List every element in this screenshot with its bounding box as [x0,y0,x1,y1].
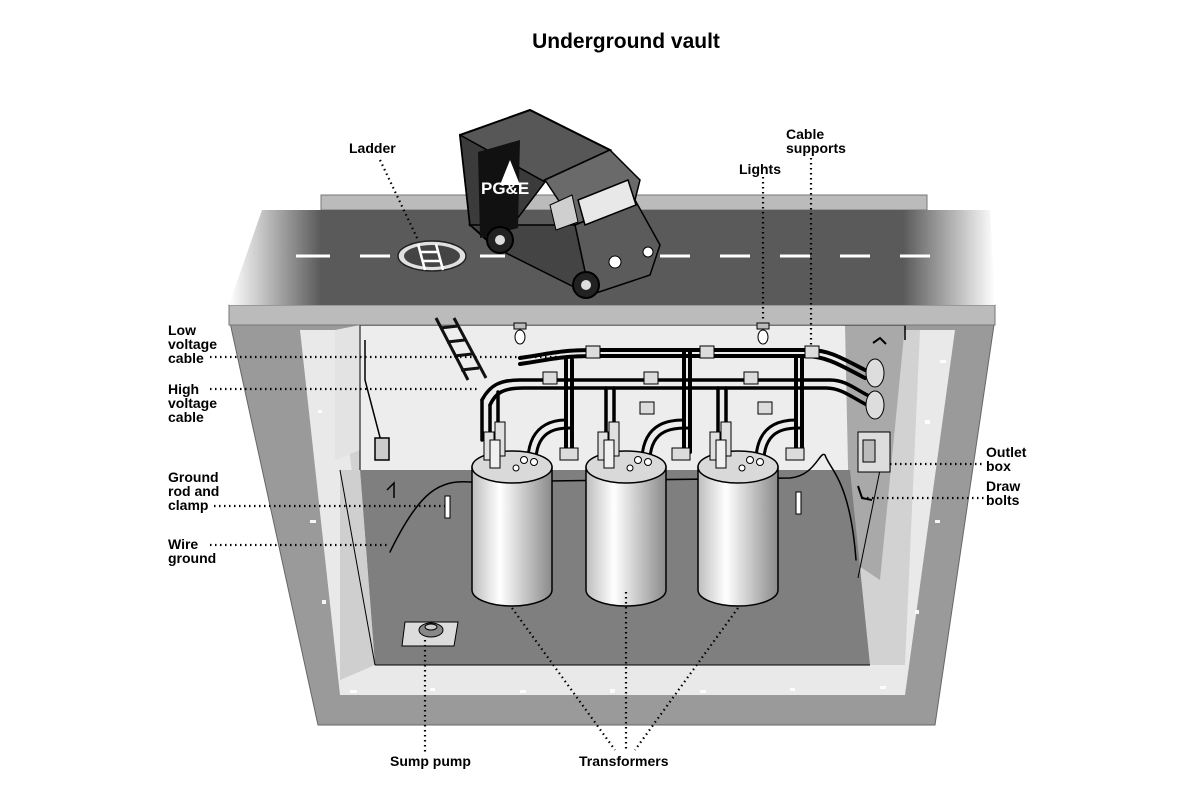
label-ladder: Ladder [349,140,396,156]
ladder [434,317,488,381]
label-sump-pump: Sump pump [390,753,471,769]
cable-support-clamps [542,345,820,461]
right-wall-hardware [857,336,891,501]
label-high-voltage-cable: High voltage cable [168,381,218,425]
wall-wiring [364,340,395,498]
label-draw-bolts: Draw bolts [986,478,1021,508]
label-low-voltage-cable: Low voltage cable [168,322,218,366]
transformers [471,421,779,607]
sump-pump [401,621,459,647]
label-lights: Lights [739,161,781,177]
label-ground-rod-and-clamp: Ground rod and clamp [168,469,220,513]
cables [389,348,882,561]
leader-lines [210,158,985,752]
lights [513,322,770,345]
utility-truck [458,108,661,299]
label-cable-supports: Cable supports [786,126,846,156]
diagram-title: Underground vault [532,30,720,53]
transformer-2 [585,421,667,607]
label-transformers: Transformers [579,753,669,769]
truck-logo: PG&E [481,179,530,198]
label-wire-ground: Wire ground [168,536,217,566]
transformer-3 [697,421,779,607]
ladder-top [416,243,445,271]
label-outlet-box: Outlet box [986,444,1027,474]
transformer-1 [471,421,553,607]
